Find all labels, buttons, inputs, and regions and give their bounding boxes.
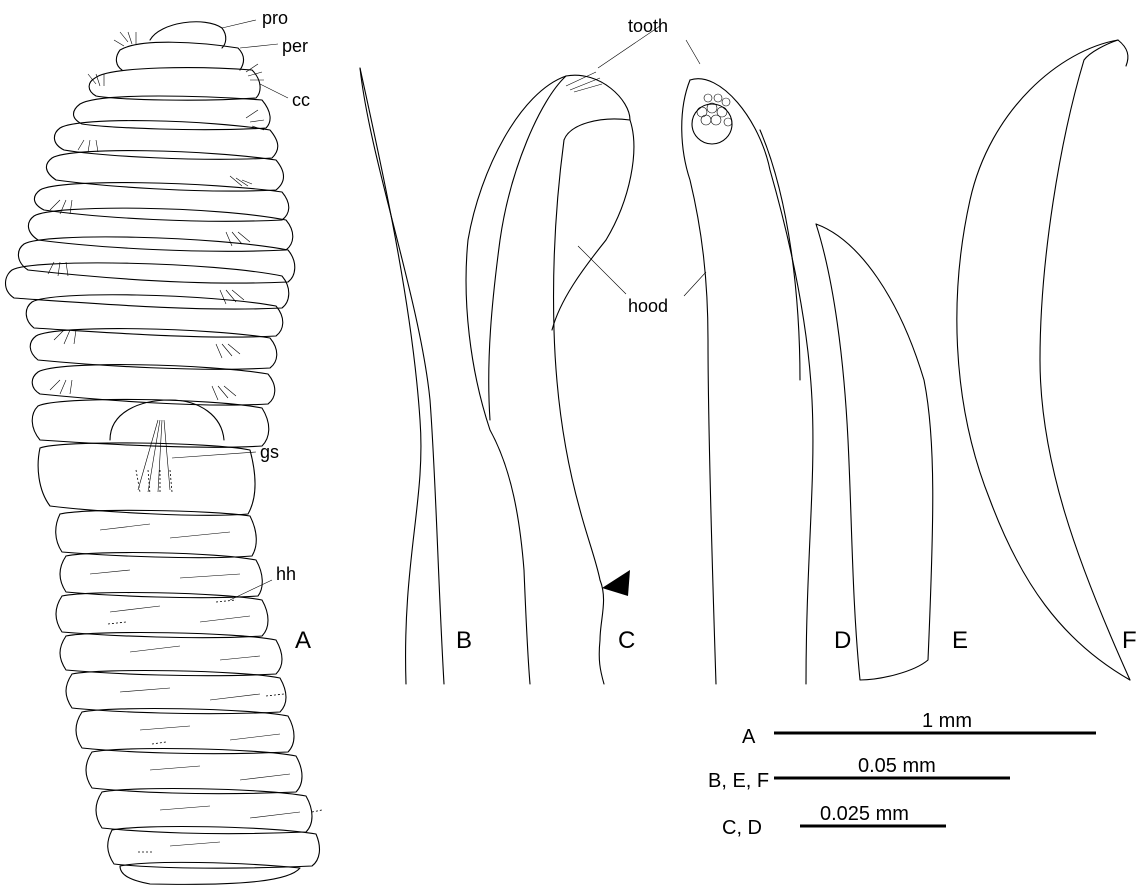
seta-f-drawing — [957, 40, 1130, 680]
genital-setae — [136, 420, 172, 494]
label-pro: pro — [262, 8, 288, 28]
setae-tufts — [48, 32, 264, 400]
panel-label-c: C — [618, 627, 635, 654]
seta-e-drawing — [816, 224, 933, 680]
panel-label-e: E — [952, 627, 968, 654]
peristomium — [116, 42, 243, 70]
tooth-hood-leaders — [578, 26, 706, 296]
label-cc: cc — [292, 90, 310, 110]
arrowhead-marker — [602, 570, 630, 596]
scale-bar-c-d: C, D 0.025 mm — [722, 803, 946, 839]
panel-label-d: D — [834, 627, 851, 654]
seta-b-drawing — [360, 68, 444, 684]
panel-label-a: A — [295, 627, 311, 654]
label-per: per — [282, 36, 308, 56]
scale-bar-cd-panels: C, D — [722, 817, 762, 839]
tooth-denticles — [697, 94, 732, 126]
scale-bar-bef-length: 0.05 mm — [858, 755, 936, 777]
panel-label-b: B — [456, 627, 472, 654]
scale-bar-a-length: 1 mm — [922, 710, 972, 732]
label-gs: gs — [260, 442, 279, 462]
panel-a-leaders — [172, 20, 288, 600]
seta-c-drawing — [466, 72, 634, 684]
panel-label-f: F — [1122, 627, 1137, 654]
label-hh: hh — [276, 564, 296, 584]
prostomium — [150, 22, 226, 48]
label-tooth: tooth — [628, 16, 668, 36]
scale-bar-a: A 1 mm — [742, 710, 1096, 748]
seta-d-drawing — [682, 79, 813, 684]
scale-bar-b-e-f: B, E, F 0.05 mm — [708, 755, 1010, 792]
scale-bar-bef-panels: B, E, F — [708, 770, 769, 792]
scale-bar-cd-length: 0.025 mm — [820, 803, 909, 825]
label-hood: hood — [628, 296, 668, 316]
scale-bar-a-panels: A — [742, 726, 756, 748]
